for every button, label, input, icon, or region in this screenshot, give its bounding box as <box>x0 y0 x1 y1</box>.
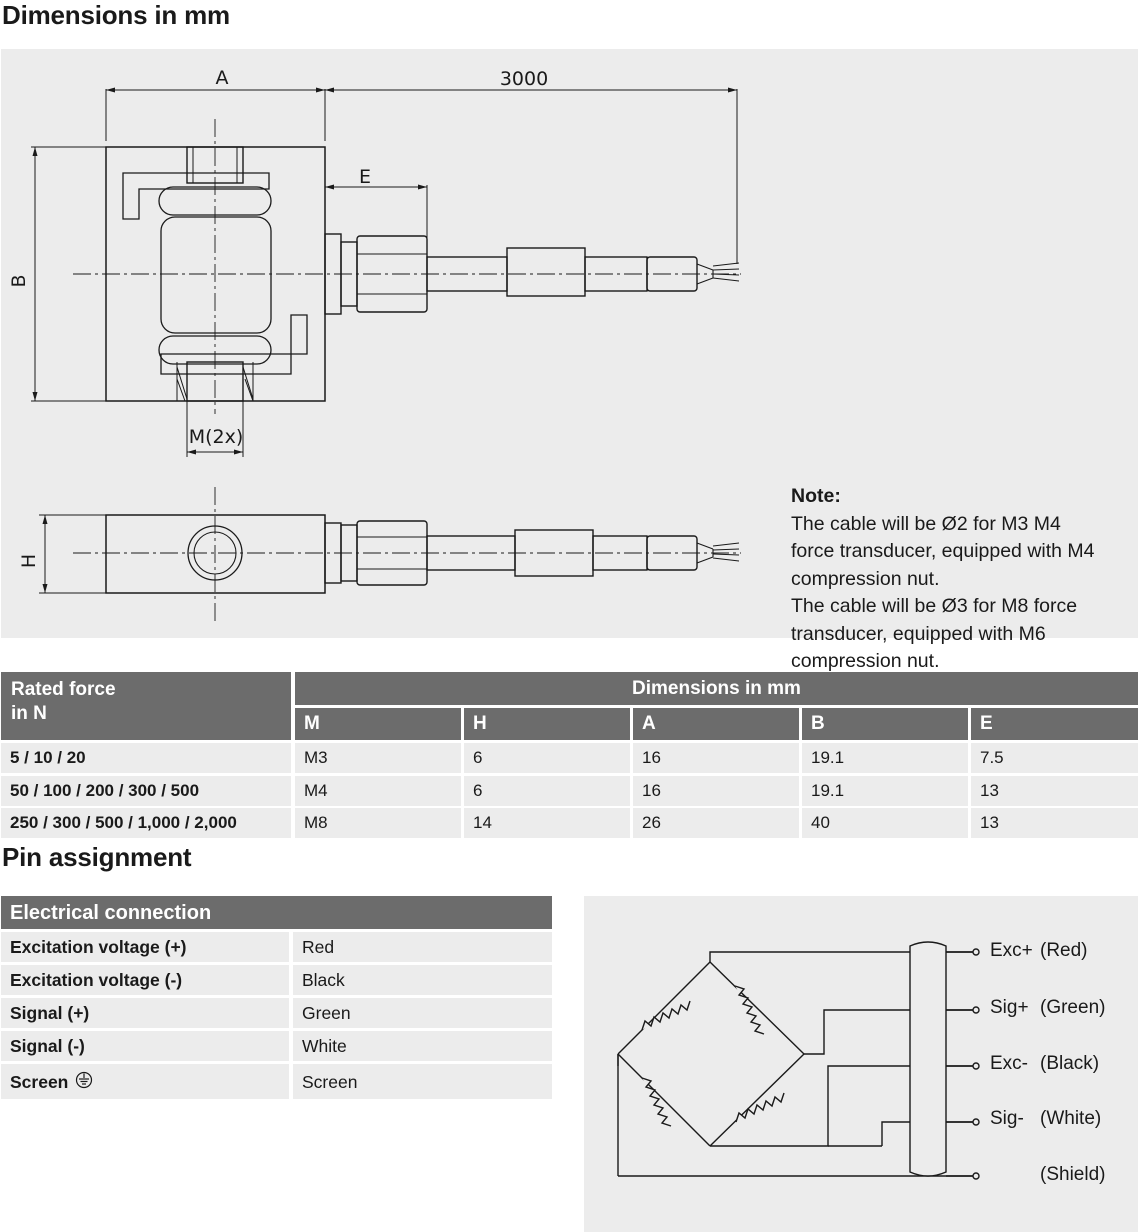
column-header-a: A <box>633 708 799 740</box>
electrical-label: Signal (+) <box>1 998 289 1028</box>
label-m: M(2x) <box>189 426 244 448</box>
electrical-label: Screen <box>10 1072 69 1092</box>
note-title: Note: <box>791 485 841 507</box>
table-row-force: 50 / 100 / 200 / 300 / 500 <box>1 776 291 806</box>
table-cell: M8 <box>295 808 461 838</box>
terminal-color: (Black) <box>1040 1053 1100 1074</box>
column-header-m: M <box>295 708 461 740</box>
electrical-value: Green <box>293 998 552 1028</box>
electrical-value: White <box>293 1031 552 1061</box>
table-cell: 13 <box>971 808 1138 838</box>
cable-note: Note: The cable will be Ø2 for M3 M4 for… <box>791 483 1131 676</box>
technical-drawing: A 3000 E B <box>8 67 741 625</box>
note-line: The cable will be Ø3 for M8 force <box>791 595 1078 617</box>
table-cell: 16 <box>633 743 799 773</box>
table-cell: 7.5 <box>971 743 1138 773</box>
terminal-name: Sig+ <box>990 997 1029 1018</box>
table-row-force: 5 / 10 / 20 <box>1 743 291 773</box>
label-b: B <box>8 274 30 287</box>
terminal-shield: (Shield) <box>990 1164 1105 1186</box>
electrical-label-screen: Screen <box>1 1064 289 1099</box>
electrical-value: Red <box>293 932 552 962</box>
note-line: compression nut. <box>791 567 940 590</box>
dimension-drawing-panel: A 3000 E B <box>1 49 1138 672</box>
terminal-sig-minus: Sig- (White) <box>990 1108 1101 1130</box>
label-h: H <box>18 554 40 568</box>
terminal-name: Exc- <box>990 1053 1028 1074</box>
note-line: compression nut. <box>791 650 940 672</box>
column-header-e: E <box>971 708 1138 740</box>
terminal-color: (White) <box>1040 1108 1102 1129</box>
table-cell: 16 <box>633 776 799 806</box>
terminal-name: Sig- <box>990 1108 1024 1129</box>
terminal-exc-minus: Exc- (Black) <box>990 1053 1099 1075</box>
table-cell: 40 <box>802 808 968 838</box>
table-cell: 13 <box>971 776 1138 806</box>
label-3000: 3000 <box>500 68 548 90</box>
bridge-wiring-diagram <box>617 941 980 1180</box>
note-line: The cable will be Ø2 for M3 M4 <box>791 512 1061 535</box>
terminal-color: (Green) <box>1040 997 1106 1018</box>
table-cell: M3 <box>295 743 461 773</box>
electrical-label: Signal (-) <box>1 1031 289 1061</box>
electrical-value: Black <box>293 965 552 995</box>
table-cell: M4 <box>295 776 461 806</box>
table-cell: 6 <box>464 776 630 806</box>
electrical-connection-header: Electrical connection <box>1 896 552 929</box>
terminal-exc-plus: Exc+ (Red) <box>990 940 1088 962</box>
table-cell: 19.1 <box>802 776 968 806</box>
electrical-value: Screen <box>293 1064 552 1099</box>
pin-assignment-title: Pin assignment <box>2 842 192 872</box>
table-cell: 14 <box>464 808 630 838</box>
table-row-force: 250 / 300 / 500 / 1,000 / 2,000 <box>1 808 291 838</box>
dimensions-group-header: Dimensions in mm <box>295 672 1138 705</box>
terminal-color: (Red) <box>1040 940 1088 961</box>
rated-force-unit: in N <box>11 703 47 724</box>
table-cell: 26 <box>633 808 799 838</box>
column-header-b: B <box>802 708 968 740</box>
rated-force-label: Rated force <box>11 679 116 700</box>
note-line: transducer, equipped with M6 <box>791 622 1046 645</box>
column-header-h: H <box>464 708 630 740</box>
terminal-color: (Shield) <box>1040 1164 1106 1185</box>
wiring-diagram-panel: Exc+ (Red) Sig+ (Green) Exc- (Black) Sig- (W… <box>584 896 1138 1232</box>
rated-force-header: Rated force in N <box>1 672 291 740</box>
label-e: E <box>359 166 371 188</box>
label-a: A <box>216 67 229 89</box>
table-cell: 6 <box>464 743 630 773</box>
ground-symbol-icon <box>76 1071 93 1089</box>
dimensions-title: Dimensions in mm <box>2 0 230 30</box>
table-cell: 19.1 <box>802 743 968 773</box>
terminal-name: Exc+ <box>990 940 1033 961</box>
electrical-label: Excitation voltage (-) <box>1 965 289 995</box>
note-line: force transducer, equipped with M4 <box>791 540 1095 562</box>
terminal-sig-plus: Sig+ (Green) <box>990 997 1105 1019</box>
electrical-label: Excitation voltage (+) <box>1 932 289 962</box>
